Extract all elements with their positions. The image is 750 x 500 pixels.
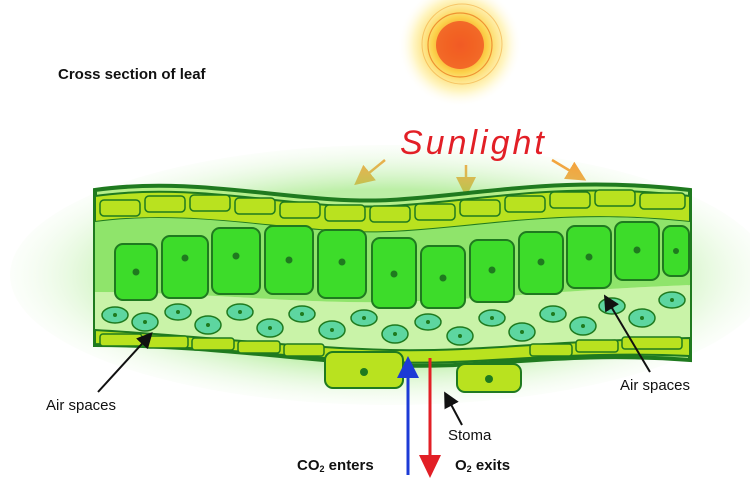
diagram-title: Cross section of leaf <box>58 66 206 83</box>
o2-suffix: exits <box>471 457 511 474</box>
o2-arrow <box>419 358 441 478</box>
label-pointers <box>97 294 651 426</box>
air-spaces-label-left: Air spaces <box>46 397 117 414</box>
sunlight-label: Sunlight <box>400 124 547 162</box>
sun-icon <box>398 0 522 107</box>
spongy-nuclei <box>113 298 674 338</box>
co2-prefix: CO <box>297 457 320 474</box>
co2-enters-label: CO2 enters <box>297 457 374 474</box>
co2-subscript: 2 <box>319 464 325 474</box>
palisade-nuclei <box>132 246 679 282</box>
upper-epidermis-cells <box>99 189 686 223</box>
guard-cell-nuclei <box>360 368 493 383</box>
co2-arrow <box>397 356 419 475</box>
o2-subscript: 2 <box>466 464 472 474</box>
co2-suffix: enters <box>324 457 374 474</box>
o2-prefix: O <box>455 457 467 474</box>
air-spaces-label-right: Air spaces <box>620 377 691 394</box>
o2-exits-label: O2 exits <box>455 457 510 474</box>
lower-epidermis-cells <box>99 333 683 357</box>
stoma-label: Stoma <box>448 427 492 444</box>
